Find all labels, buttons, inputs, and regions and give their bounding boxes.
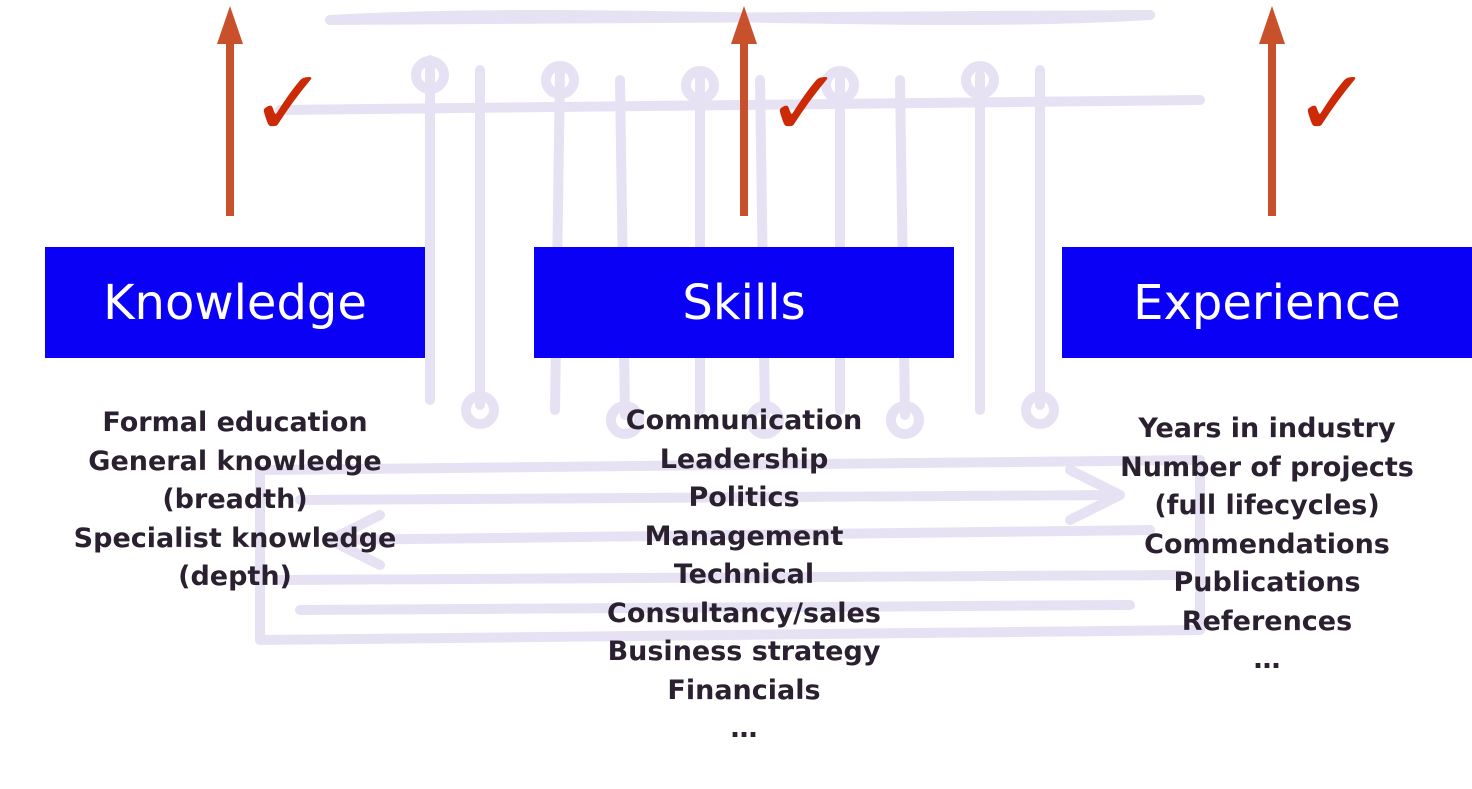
list-item: Communication <box>625 405 863 436</box>
experience-list: Years in industry Number of projects (fu… <box>1022 410 1472 680</box>
experience-heading: Experience <box>1062 247 1472 358</box>
skills-heading: Skills <box>534 247 954 358</box>
experience-column: ✓ Experience Years in industry Number of… <box>1062 0 1472 789</box>
list-item: Consultancy/sales <box>607 597 881 629</box>
up-arrow-icon <box>217 6 243 216</box>
list-item: … <box>1253 644 1281 675</box>
list-item: Financials <box>667 674 821 706</box>
list-item: (depth) <box>178 561 292 592</box>
list-item: (breadth) <box>162 484 308 515</box>
list-item: Leadership <box>659 443 829 475</box>
check-mark-icon: ✓ <box>250 50 328 157</box>
list-item: … <box>730 713 758 744</box>
list-item: Technical <box>673 559 815 590</box>
knowledge-heading: Knowledge <box>45 247 425 358</box>
check-mark-icon: ✓ <box>1294 50 1372 157</box>
list-item: General knowledge <box>88 445 382 477</box>
list-item: Commendations <box>1144 528 1390 560</box>
knowledge-list: Formal education General knowledge (brea… <box>5 404 465 597</box>
up-arrow-icon <box>1259 6 1285 216</box>
check-mark-icon: ✓ <box>766 50 844 157</box>
knowledge-column: ✓ Knowledge Formal education General kno… <box>45 0 425 789</box>
up-arrow-icon <box>731 6 757 216</box>
list-item: Years in industry <box>1138 413 1396 444</box>
list-item: Publications <box>1173 567 1361 598</box>
list-item: Management <box>644 520 844 552</box>
list-item: Business strategy <box>607 636 881 667</box>
list-item: Specialist knowledge <box>73 522 397 554</box>
list-item: Number of projects <box>1120 451 1414 483</box>
list-item: Formal education <box>102 407 368 438</box>
list-item: References <box>1181 605 1353 637</box>
list-item: Politics <box>688 482 800 513</box>
skills-column: ✓ Skills Communication Leadership Politi… <box>534 0 954 789</box>
list-item: (full lifecycles) <box>1154 490 1380 521</box>
skills-list: Communication Leadership Politics Manage… <box>494 402 994 749</box>
